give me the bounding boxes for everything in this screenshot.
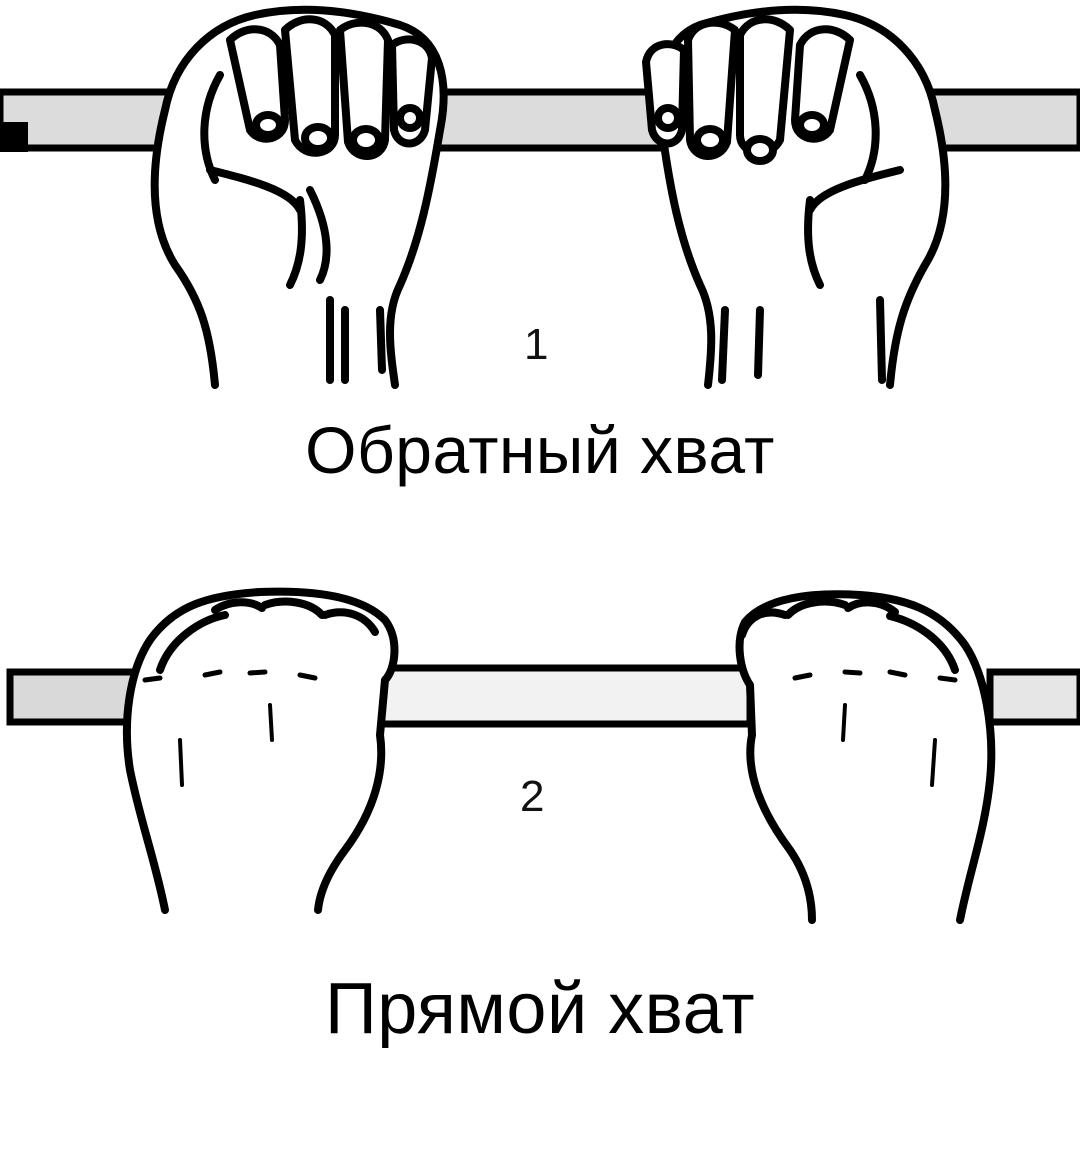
overhand-grip-illustration xyxy=(6,587,1080,924)
figure-number: 2 xyxy=(520,772,545,821)
right-hand-icon xyxy=(735,590,996,924)
right-hand-icon xyxy=(642,5,950,389)
figure-caption: Обратный хват xyxy=(305,413,775,487)
underhand-grip-illustration xyxy=(0,5,1080,389)
figure-underhand-grip: 1 Обратный хват xyxy=(0,0,1080,540)
left-hand-icon xyxy=(122,587,399,914)
figure-number: 1 xyxy=(524,320,549,369)
figure-caption: Прямой хват xyxy=(324,969,756,1049)
left-hand-icon xyxy=(150,5,448,389)
figure-overhand-grip: 2 Прямой хват xyxy=(0,560,1080,1150)
